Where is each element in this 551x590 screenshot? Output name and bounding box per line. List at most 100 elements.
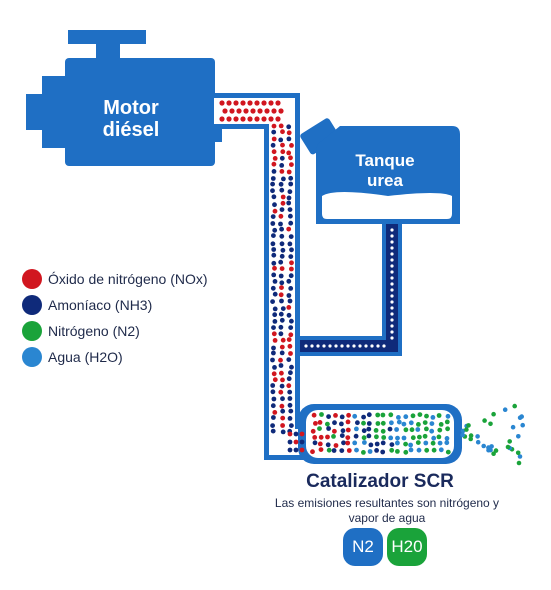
nh3-particle	[279, 163, 285, 168]
engine-label-line2: diésel	[102, 119, 160, 141]
nh3-particle	[288, 370, 293, 376]
catalyst-particle	[367, 449, 373, 454]
nh3-particle	[288, 213, 293, 219]
n2-particle	[468, 433, 474, 438]
nh3-particle	[271, 272, 277, 278]
nh3-particle	[288, 254, 294, 259]
nh3-particle	[272, 365, 277, 370]
nox-particle	[286, 226, 292, 232]
catalyst-particle	[415, 427, 421, 432]
n2-particle	[464, 427, 469, 432]
nh3-particle	[279, 207, 285, 213]
tank-label: Tanque urea	[330, 151, 440, 191]
nox-particle	[236, 108, 242, 114]
catalyst-particle	[445, 449, 451, 455]
nox-particle	[279, 266, 285, 271]
catalyst-particle	[429, 421, 435, 426]
nox-particle	[280, 337, 286, 343]
engine-label-line1: Motor	[103, 97, 159, 119]
nh3-particle	[279, 280, 285, 286]
n2-particle	[505, 444, 511, 450]
nh3-particle	[288, 175, 294, 181]
nh3-particle	[288, 325, 294, 330]
catalyst-particle	[431, 435, 437, 441]
catalyst-particle	[401, 421, 407, 427]
catalyst-particle	[445, 426, 450, 432]
nh3-particle	[270, 188, 275, 194]
catalyst-particle	[346, 412, 351, 418]
catalyst-particle	[374, 448, 379, 453]
nh3-particle	[272, 306, 278, 312]
nox-particle	[257, 108, 263, 114]
engine-icon	[26, 30, 222, 166]
legend-label-h2o: Agua (H2O)	[48, 349, 123, 365]
nh3-particle	[286, 357, 292, 362]
catalyst-particle	[388, 435, 394, 441]
nox-particle	[226, 116, 232, 122]
particle	[287, 447, 293, 453]
nh3-particle	[279, 241, 285, 247]
catalyst-particle	[362, 440, 367, 445]
nh3-particle	[289, 318, 294, 324]
catalyst-subtitle: Las emisiones resultantes son nitrógeno …	[262, 496, 512, 526]
urea-particle	[340, 344, 344, 348]
nh3-particle	[280, 306, 286, 311]
nh3-particle	[288, 408, 294, 414]
urea-particle	[382, 344, 386, 348]
nox-particle	[287, 343, 293, 349]
nh3-particle	[272, 227, 278, 233]
nh3-particle	[286, 312, 292, 318]
catalyst-particle	[374, 434, 379, 440]
catalyst-particle	[317, 441, 323, 447]
nox-particle	[229, 108, 235, 114]
catalyst-particle	[416, 422, 421, 427]
result-badges: N2 H20	[343, 528, 427, 566]
n2-particle	[507, 439, 512, 444]
h2o-particle	[460, 432, 466, 438]
nox-particle	[261, 116, 267, 122]
nh3-particle	[270, 389, 276, 395]
n2-particle	[468, 436, 474, 442]
nox-particle	[288, 351, 293, 356]
nh3-particle	[287, 416, 293, 421]
urea-particle	[390, 288, 394, 292]
nh3-particle	[271, 247, 277, 252]
catalyst-particle	[332, 428, 337, 434]
n2-particle	[488, 421, 493, 427]
nox-particle	[233, 116, 239, 122]
nh3-particle	[271, 233, 276, 239]
catalyst-particle	[339, 448, 345, 453]
catalyst-particle	[312, 435, 318, 440]
nh3-particle	[287, 396, 293, 401]
catalyst-particle	[373, 428, 379, 433]
nh3-particle	[270, 142, 276, 148]
catalyst-particle	[403, 449, 409, 455]
particle	[293, 447, 299, 453]
nox-particle	[254, 116, 260, 122]
catalyst-particle	[380, 449, 386, 455]
catalyst-particle	[331, 434, 336, 439]
nh3-particle	[289, 364, 294, 370]
urea-particle	[390, 282, 394, 286]
catalyst-particle	[424, 426, 429, 432]
nh3-particle	[270, 221, 276, 226]
catalyst-particle	[436, 434, 442, 440]
catalyst-particle	[345, 427, 351, 433]
catalyst-particle	[339, 433, 345, 438]
nh3-particle	[272, 279, 278, 284]
h2o-particle	[517, 454, 523, 459]
nh3-particle	[279, 317, 285, 323]
nox-particle	[250, 108, 256, 114]
h2o-particle	[475, 439, 481, 445]
nox-particle	[233, 100, 239, 106]
nox-particle	[271, 161, 277, 167]
catalyst-particle	[388, 412, 394, 418]
catalyst-particle	[429, 428, 435, 434]
catalyst-particle	[366, 426, 372, 432]
catalyst-particle	[424, 413, 429, 419]
nh3-particle	[271, 169, 277, 174]
nh3-particle	[286, 200, 292, 206]
catalyst-particle	[396, 415, 401, 420]
urea-particle	[390, 312, 394, 316]
catalyst-particle	[444, 440, 450, 446]
